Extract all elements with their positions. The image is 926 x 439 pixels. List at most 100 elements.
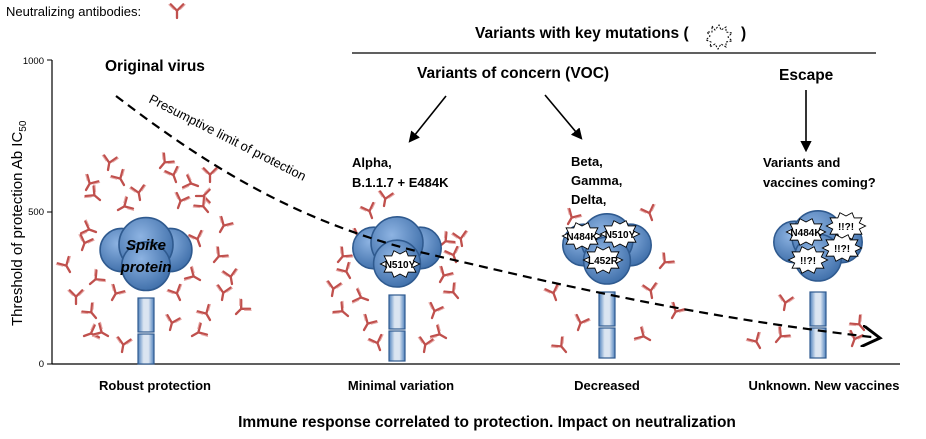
antibody-icon	[186, 320, 210, 345]
mutation-bursts: N510Y N484K N510Y L452R N484K!!?!!!?!!!?!	[379, 212, 867, 278]
antibody-icon	[167, 3, 187, 20]
antibody-icon	[374, 189, 396, 209]
mutation-burst-icon	[825, 212, 867, 240]
antibody-icon	[168, 191, 192, 213]
escape-title: Escape	[779, 67, 834, 84]
mutation-burst-icon	[705, 24, 734, 50]
antibody-icon	[79, 300, 104, 325]
original-virus-title: Original virus	[105, 58, 205, 75]
mutation-burst-icon	[599, 220, 641, 248]
antibody-icon	[182, 264, 206, 289]
antibody-icon	[358, 201, 382, 223]
y-tick-label: 500	[28, 207, 44, 218]
antibody-icon	[652, 250, 677, 275]
antibody-icon	[103, 282, 128, 306]
antibody-icon	[160, 313, 183, 334]
protection-limit-curve	[115, 95, 880, 338]
mutation-label: !!?!	[800, 256, 816, 267]
antibody-icon	[355, 312, 380, 336]
spike-label-line2: protein	[120, 259, 172, 276]
antibody-icon	[152, 150, 177, 175]
antibody-icon	[77, 172, 102, 196]
antibody-icon	[774, 293, 796, 313]
antibody-icon	[72, 233, 96, 255]
antibody-icon	[191, 194, 216, 219]
spike-protein-original	[99, 216, 193, 292]
antibody-icon	[842, 329, 866, 351]
mutation-label: N510Y	[605, 230, 636, 241]
antibody-icon	[431, 264, 456, 288]
alpha-line2: B.1.1.7 + E484K	[352, 175, 449, 190]
antibody-icon	[442, 245, 466, 267]
mutation-label: N484K	[566, 232, 598, 243]
alpha-line1: Alpha,	[352, 155, 392, 170]
mutation-label: !!?!	[838, 222, 854, 233]
variants-key-title: Variants with key mutations (	[475, 25, 689, 42]
antibody-icon	[568, 313, 592, 335]
antibody-icon	[334, 260, 359, 284]
mutation-label: !!?!	[834, 244, 850, 255]
antibody-icon	[162, 165, 186, 187]
antibody-icon	[366, 333, 390, 355]
beta-line1: Beta,	[571, 154, 603, 169]
antibody-icon	[322, 279, 344, 299]
beta-line2: Gamma,	[571, 173, 622, 188]
antibody-icon	[200, 167, 220, 184]
variants-key-close: )	[741, 25, 746, 42]
y-tick-label: 1000	[23, 56, 44, 67]
antibody-icon	[181, 172, 203, 196]
y-axis-label: Threshold of protection Ab IC50	[9, 120, 29, 326]
spike-label-line1: Spike	[126, 237, 166, 254]
bottom-label-beta: Decreased	[574, 378, 640, 393]
antibody-icon	[640, 281, 662, 301]
mutation-burst-icon	[561, 222, 603, 250]
voc-title: Variants of concern (VOC)	[417, 65, 609, 82]
escape-line1: Variants and	[763, 155, 840, 170]
antibody-icon	[112, 335, 134, 355]
antibody-icon	[83, 267, 108, 292]
voc-arrow-left	[408, 95, 447, 143]
spike-stalk	[598, 291, 616, 359]
antibody-icon	[112, 194, 136, 219]
antibody-icon	[549, 334, 574, 359]
antibody-icon	[220, 267, 242, 287]
legend-label: Neutralizing antibodies:	[6, 4, 141, 19]
antibody-icon	[638, 203, 662, 225]
antibody-icon	[228, 297, 253, 322]
antibody-icon	[108, 167, 133, 191]
antibody-icon	[422, 301, 446, 323]
antibody-icon	[194, 302, 219, 326]
antibody-icon	[98, 153, 120, 173]
antibody-icon	[768, 324, 793, 349]
mutation-burst-icon	[787, 246, 829, 274]
antibody-icon	[79, 218, 101, 242]
antibody-icon	[632, 324, 656, 349]
antibody-icon	[428, 322, 452, 347]
antibody-icon	[542, 283, 566, 305]
y-tick-label: 0	[39, 359, 44, 370]
spike-stalk	[137, 297, 155, 365]
escape-line2: vaccines coming?	[763, 175, 876, 190]
antibody-icon	[450, 229, 472, 249]
mutation-label: N484K	[790, 228, 822, 239]
antibody-icon	[165, 282, 189, 305]
antibody-icon	[441, 280, 466, 305]
bottom-label-escape: Unknown. New vaccines	[749, 378, 900, 393]
antibody-icon	[663, 300, 688, 324]
spike-stalk	[809, 291, 827, 359]
bottom-label-alpha: Minimal variation	[348, 378, 454, 393]
mutation-burst-icon	[785, 218, 827, 246]
mutation-label: N510Y	[385, 260, 416, 271]
x-axis-title: Immune response correlated to protection…	[238, 414, 736, 431]
antibody-icon	[128, 183, 150, 203]
voc-arrow-right	[544, 94, 583, 140]
mutation-burst-icon	[582, 246, 624, 274]
antibody-icon	[212, 283, 234, 303]
mutation-burst-icon	[821, 234, 863, 262]
antibody-icon	[744, 330, 769, 354]
antibody-icon	[211, 214, 236, 238]
antibody-icon	[54, 254, 79, 278]
mutation-label: L452R	[588, 256, 619, 267]
beta-line3: Delta,	[571, 192, 606, 207]
